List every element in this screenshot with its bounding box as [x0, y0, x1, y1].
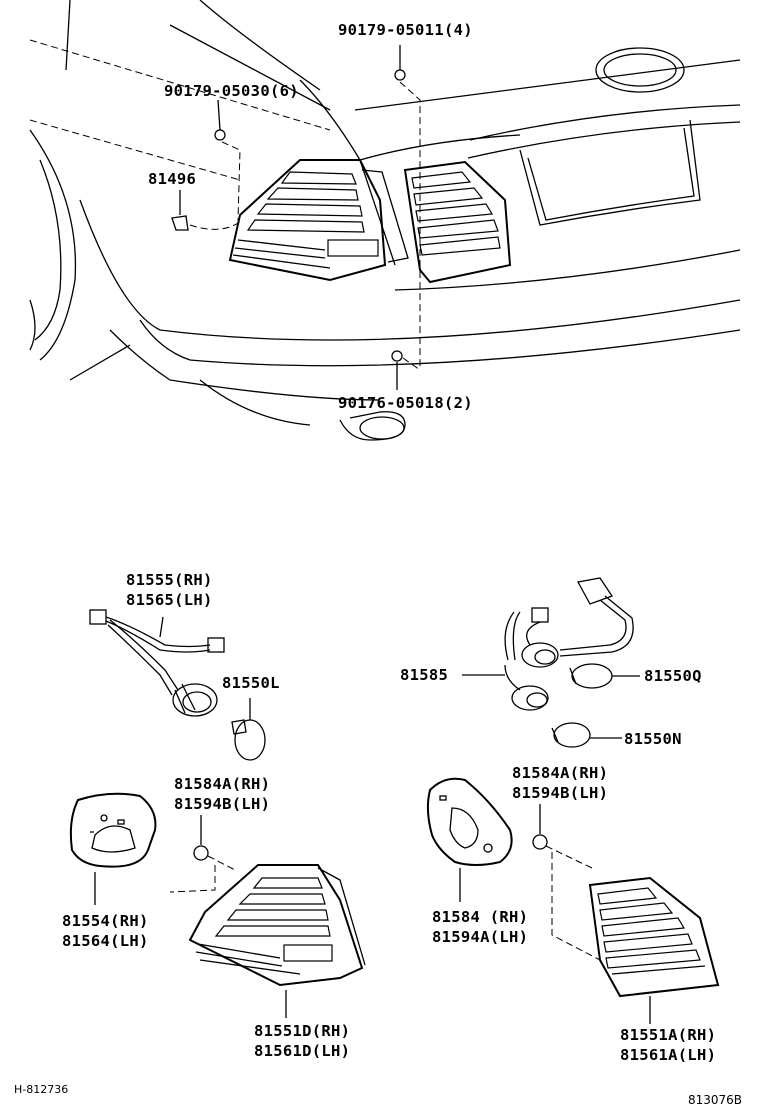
- label-gasket-left-2: 81564(LH): [62, 932, 149, 950]
- label-bolt-a: 90179-05011(4): [338, 21, 473, 39]
- label-bolt-c: 90176-05018(2): [338, 394, 473, 412]
- label-bulb-n: 81550N: [624, 730, 682, 748]
- car-rear-body: [29, 0, 741, 441]
- footer-right-code: 813076B: [688, 1093, 743, 1107]
- label-socket-left-1: 81555(RH): [126, 571, 213, 589]
- label-lamp-right-1: 81551A(RH): [620, 1026, 717, 1044]
- label-nut-left-1: 81584A(RH): [174, 775, 271, 793]
- bulb-l: [231, 698, 266, 761]
- label-bulb-l: 81550L: [222, 674, 280, 692]
- socket-wire-left: [89, 609, 225, 717]
- gasket-left: [69, 792, 157, 905]
- socket-wire-right: [462, 577, 634, 711]
- label-bulb-q: 81550Q: [644, 667, 702, 685]
- label-gasket-right-1: 81584 (RH): [432, 908, 529, 926]
- car-lamp-right: [403, 160, 512, 284]
- lamp-right: [588, 876, 720, 1024]
- bulb-q: [569, 663, 640, 689]
- label-nut-right-2: 81594B(LH): [512, 784, 609, 802]
- fastener-bolt-c: [391, 350, 421, 371]
- label-lamp-left-2: 81561D(LH): [254, 1042, 351, 1060]
- label-socket-left-2: 81565(LH): [126, 591, 213, 609]
- label-lamp-left-1: 81551D(RH): [254, 1022, 351, 1040]
- label-bolt-b: 90179-05030(6): [164, 82, 299, 100]
- car-lamp-left: [228, 159, 409, 282]
- nut-left: [169, 815, 236, 893]
- gasket-right: [426, 777, 513, 902]
- footer-left-code: H-812736: [14, 1083, 69, 1096]
- fastener-bolt-a: [394, 69, 421, 370]
- nut-right: [532, 804, 601, 961]
- fastener-clip: [171, 215, 241, 231]
- fastener-bolt-b: [214, 129, 241, 221]
- label-nut-right-1: 81584A(RH): [512, 764, 609, 782]
- label-clip: 81496: [148, 170, 197, 188]
- label-gasket-right-2: 81594A(LH): [432, 928, 529, 946]
- label-lamp-right-2: 81561A(LH): [620, 1046, 717, 1064]
- label-nut-left-2: 81594B(LH): [174, 795, 271, 813]
- lamp-left: [188, 864, 366, 1018]
- label-gasket-left-1: 81554(RH): [62, 912, 149, 930]
- bulb-n: [551, 722, 622, 748]
- label-socket-right: 81585: [400, 666, 449, 684]
